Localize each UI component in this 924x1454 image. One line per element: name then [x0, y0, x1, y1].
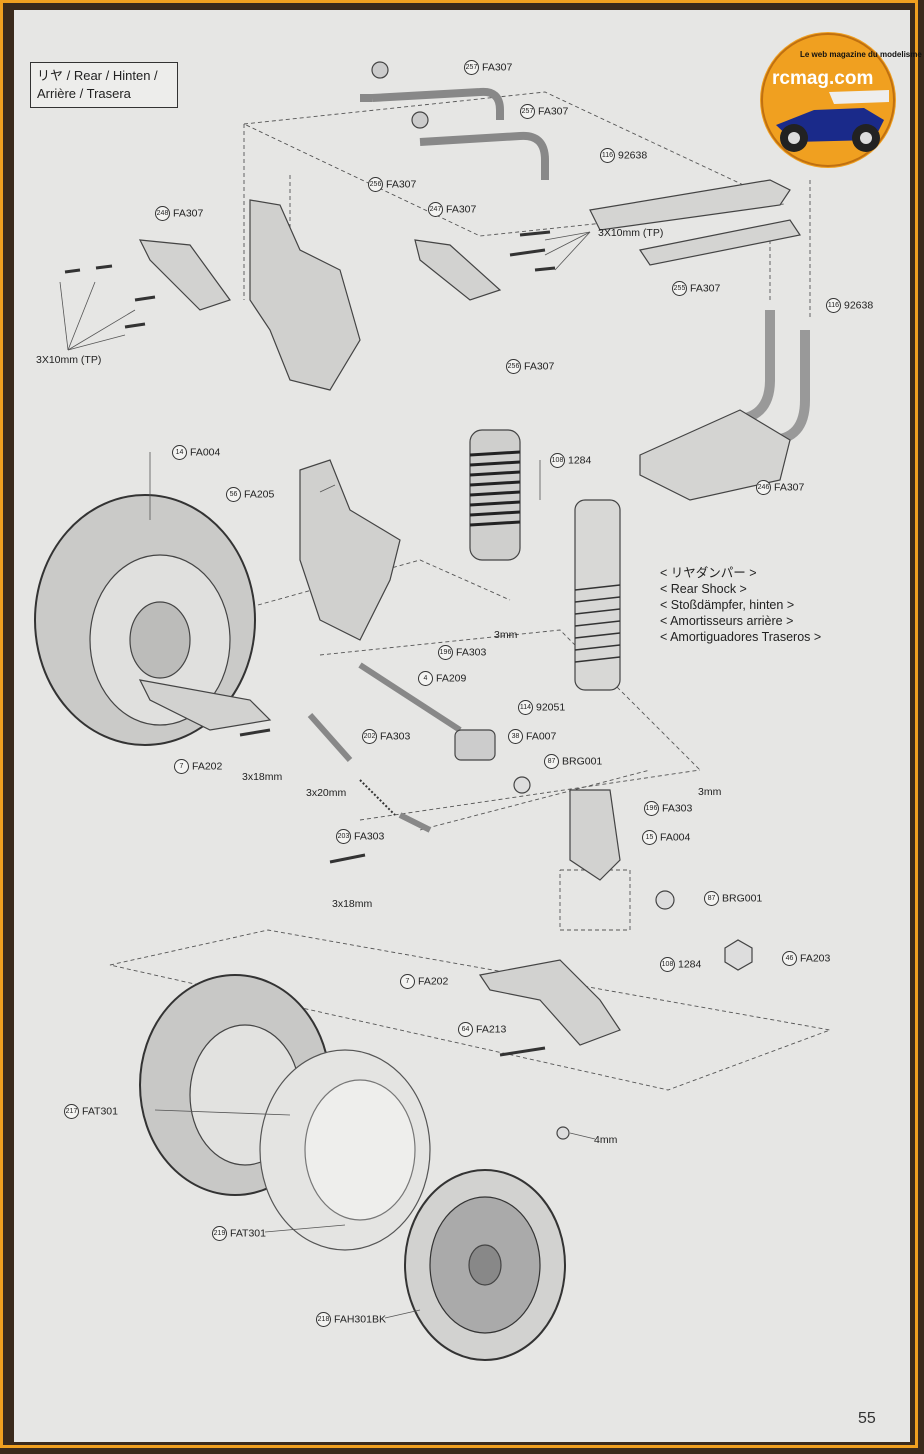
guide-lower-frame	[109, 929, 832, 1091]
logo-tagline: Le web magazine du modelisme	[800, 50, 922, 59]
part-label: 4mm	[594, 1134, 618, 1146]
page-number: 55	[858, 1410, 876, 1427]
shock-desc-de: < Stoßdämpfer, hinten >	[660, 598, 795, 612]
header-line1: リヤ / Rear / Hinten /	[37, 68, 158, 83]
rcmag-logo	[760, 32, 896, 168]
part-label: 3x18mm	[332, 898, 373, 910]
part-label: 3X10mm (TP)	[36, 354, 102, 366]
part-label: 3x18mm	[242, 771, 283, 783]
header-line2: Arrière / Trasera	[37, 86, 131, 101]
shock-desc-es: < Amortiguadores Traseros >	[660, 630, 822, 644]
shock-desc-en: < Rear Shock >	[660, 582, 747, 596]
guide-upper-frame	[242, 91, 786, 237]
part-label: 3mm	[494, 629, 518, 641]
section-header: リヤ / Rear / Hinten / Arrière / Trasera	[30, 62, 178, 108]
shock-desc-jp: < リヤダンパー >	[660, 566, 757, 580]
part-label: 3mm	[698, 786, 722, 798]
part-label: 3x20mm	[306, 787, 347, 799]
shock-desc-fr: < Amortisseurs arrière >	[660, 614, 794, 628]
part-label: 3X10mm (TP)	[598, 227, 664, 239]
rear-shock-description: < リヤダンパー > < Rear Shock > < Stoßdämpfer,…	[660, 565, 821, 645]
logo-brand: rcmag.com	[772, 68, 874, 89]
